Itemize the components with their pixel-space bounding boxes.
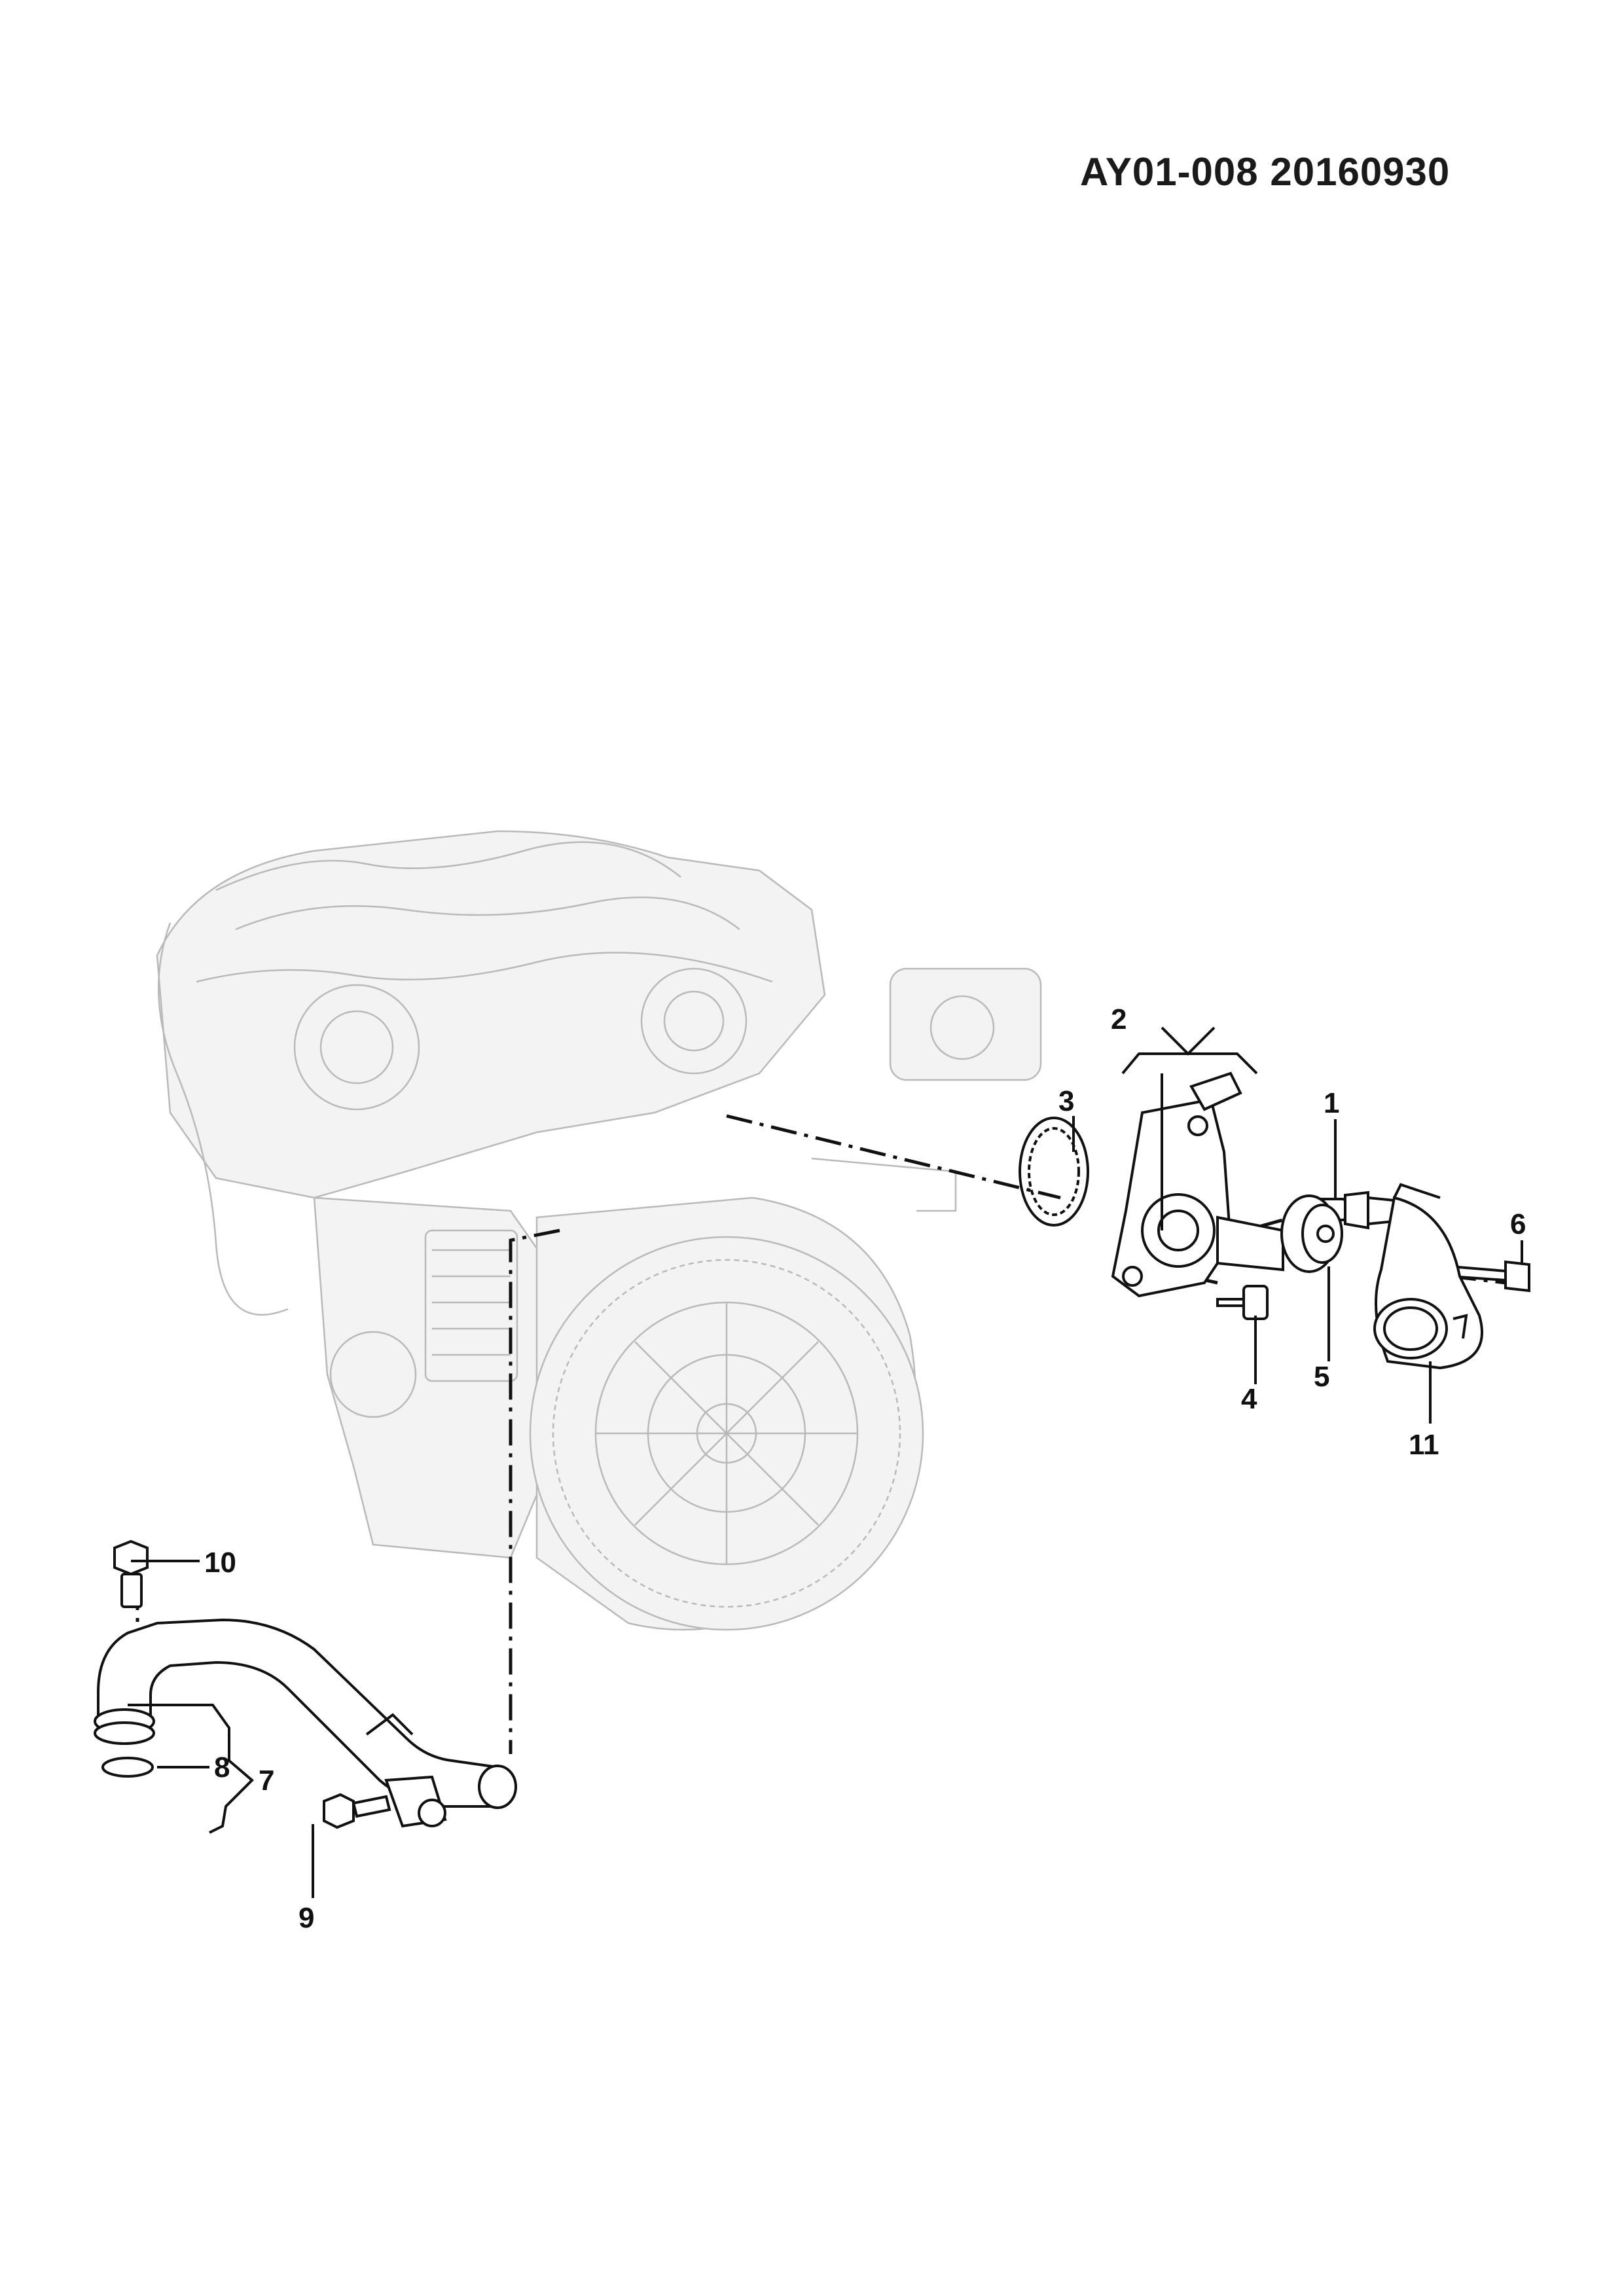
engine-background-illustration — [156, 830, 1042, 1631]
callout-3: 3 — [1058, 1085, 1074, 1117]
part-11-water-outlet — [1373, 1183, 1483, 1370]
callout-11: 11 — [1409, 1429, 1439, 1461]
part-4-bolt — [1216, 1285, 1269, 1320]
part-3-seal-ring — [1019, 1117, 1089, 1227]
callout-6: 6 — [1510, 1208, 1526, 1240]
callout-2: 2 — [1111, 1003, 1127, 1035]
part-10-bolt — [113, 1539, 149, 1608]
callout-labels: 1 2 3 4 5 6 7 8 9 10 11 — [204, 1003, 1526, 1934]
callout-7: 7 — [259, 1765, 274, 1797]
part-9-bolt — [323, 1793, 391, 1829]
part-2-thermostat-housing — [1111, 1071, 1284, 1298]
part-8-o-ring — [101, 1757, 154, 1778]
callout-8: 8 — [214, 1751, 230, 1784]
document-code: AY01-008 20160930 — [1080, 150, 1451, 194]
leader-lines — [128, 1026, 1523, 1898]
callout-9: 9 — [298, 1902, 314, 1934]
callout-10: 10 — [204, 1547, 236, 1579]
callout-4: 4 — [1241, 1383, 1257, 1415]
callout-1: 1 — [1324, 1087, 1339, 1119]
part-5-thermostat — [1280, 1194, 1343, 1273]
callout-5: 5 — [1314, 1361, 1329, 1393]
part-7-coolant-pipe — [94, 1618, 517, 1828]
